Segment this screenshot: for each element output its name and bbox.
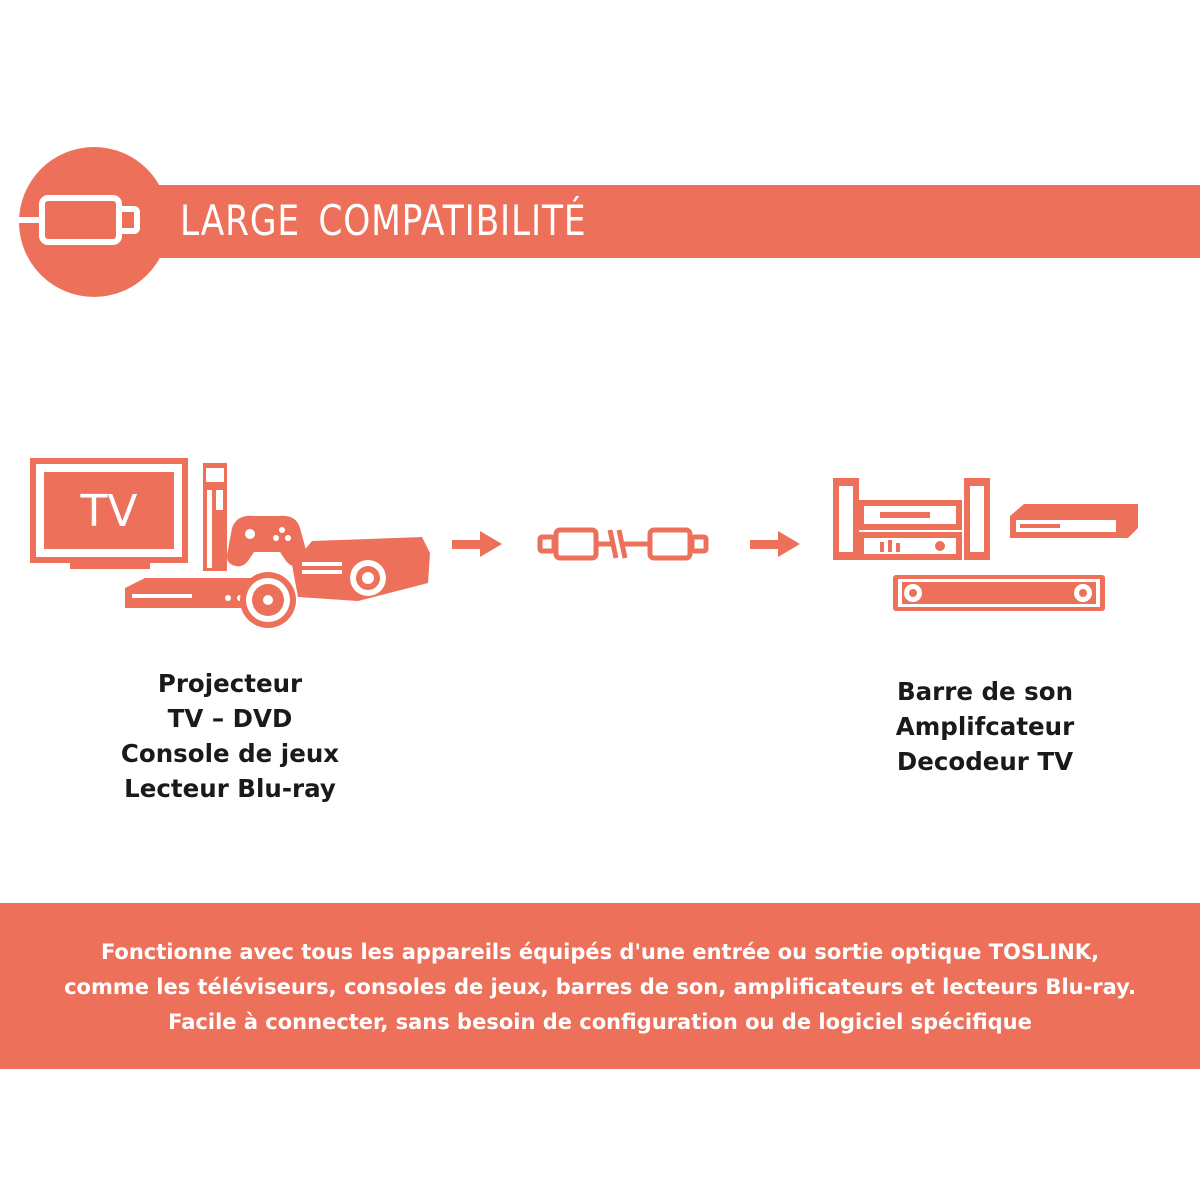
source-line: Console de jeux — [120, 739, 340, 768]
target-devices-label: Barre de son Amplifcateur Decodeur TV — [833, 674, 1137, 779]
source-line: Lecteur Blu-ray — [124, 774, 336, 803]
source-devices-label: Projecteur TV – DVD Console de jeux Lect… — [83, 666, 377, 806]
optical-cable-icon — [19, 195, 140, 245]
target-line: Decodeur TV — [896, 747, 1074, 776]
hifi-amplifier-icon — [833, 478, 990, 560]
footer-description: Fonctionne avec tous les appareils équip… — [0, 935, 1200, 1040]
source-line: Projecteur — [157, 669, 303, 698]
toslink-cable-icon — [537, 527, 709, 561]
set-top-box-icon — [1010, 504, 1138, 538]
footer-line: Facile à connecter, sans besoin de confi… — [168, 1010, 1032, 1034]
footer-line: Fonctionne avec tous les appareils équip… — [100, 940, 1100, 964]
soundbar-icon — [893, 575, 1105, 611]
target-line: Amplifcateur — [895, 712, 1075, 741]
projector-icon — [292, 537, 430, 601]
disc-icon — [240, 572, 296, 628]
gamepad-icon — [227, 515, 307, 567]
target-line: Barre de son — [896, 677, 1074, 706]
tv-icon: TV — [30, 458, 188, 569]
source-line: TV – DVD — [167, 704, 293, 733]
game-console-icon — [203, 463, 227, 571]
compatibility-diagram: TV — [30, 458, 1138, 628]
header-band — [100, 185, 1200, 258]
tv-screen-label: TV — [80, 486, 138, 537]
footer-line: comme les téléviseurs, consoles de jeux,… — [64, 975, 1136, 999]
footer-band — [0, 903, 1200, 1069]
page-title: LARGE COMPATIBILITÉ — [180, 196, 587, 245]
arrow-right-icon — [452, 531, 502, 557]
arrow-right-icon — [750, 531, 800, 557]
